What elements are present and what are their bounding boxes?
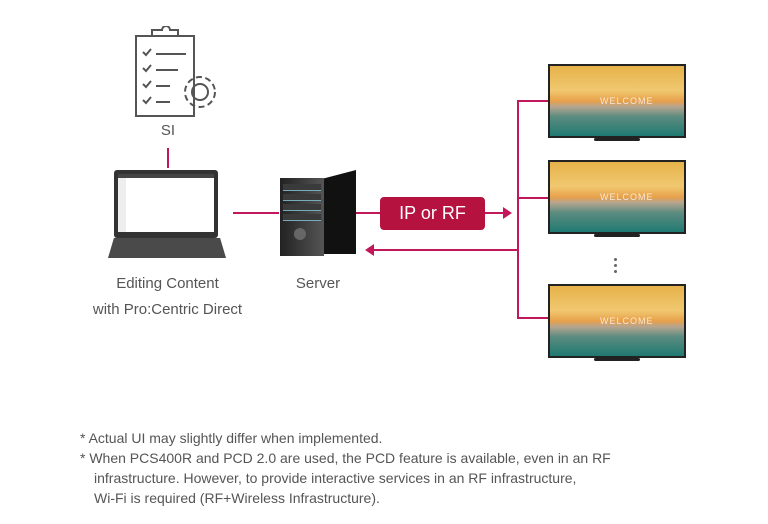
tv-1: WELCOME bbox=[548, 64, 686, 148]
tv-branch-1 bbox=[517, 100, 548, 102]
laptop-image bbox=[108, 170, 226, 260]
laptop-label-line2: with Pro:Centric Direct bbox=[92, 301, 243, 318]
tv-3: WELCOME bbox=[548, 284, 686, 368]
tv-welcome-text: WELCOME bbox=[600, 192, 654, 202]
server-label: Server bbox=[295, 275, 341, 292]
footnote-1: * Actual UI may slightly differ when imp… bbox=[80, 430, 383, 446]
tv-welcome-text: WELCOME bbox=[600, 96, 654, 106]
server-image bbox=[280, 170, 356, 256]
tv-welcome-text: WELCOME bbox=[600, 316, 654, 326]
ellipsis-dot bbox=[614, 264, 617, 267]
ip-or-rf-badge: IP or RF bbox=[380, 197, 485, 230]
return-line bbox=[372, 249, 519, 251]
footnote-2-cont-2: Wi-Fi is required (RF+Wireless Infrastru… bbox=[94, 490, 380, 506]
ellipsis-dot bbox=[614, 258, 617, 261]
laptop-label-line1: Editing Content bbox=[116, 275, 219, 292]
tv-branch-3 bbox=[517, 317, 548, 319]
footnote-2: * When PCS400R and PCD 2.0 are used, the… bbox=[80, 450, 611, 466]
outgoing-line bbox=[485, 212, 505, 214]
ellipsis-dot bbox=[614, 270, 617, 273]
server-pill-line bbox=[356, 212, 380, 214]
tv-branch-2 bbox=[517, 197, 548, 199]
arrow-right-icon bbox=[503, 207, 512, 219]
clipboard-checklist-gear-icon bbox=[135, 26, 216, 117]
si-label: SI bbox=[160, 122, 176, 139]
laptop-server-line bbox=[233, 212, 279, 214]
arrow-left-icon bbox=[365, 244, 374, 256]
si-connector-line bbox=[167, 148, 169, 168]
tv-bracket-line bbox=[517, 100, 519, 319]
tv-2: WELCOME bbox=[548, 160, 686, 244]
footnote-2-cont-1: infrastructure. However, to provide inte… bbox=[94, 470, 577, 486]
